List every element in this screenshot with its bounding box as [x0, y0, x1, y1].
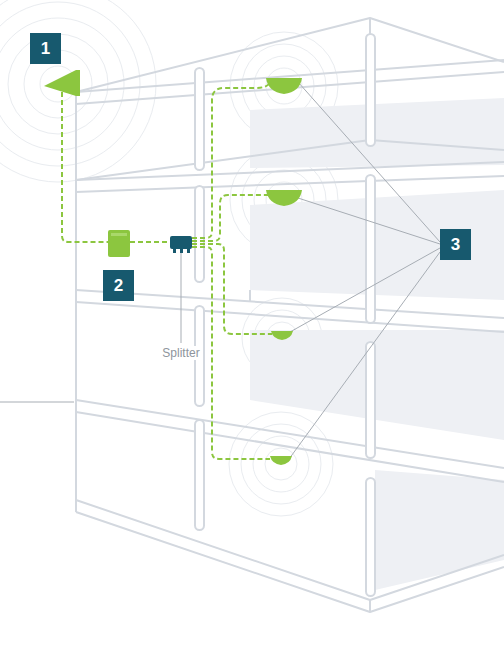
dome-antenna — [270, 456, 292, 465]
signal-wave — [0, 0, 156, 182]
donor-antenna — [44, 70, 80, 96]
signal-wave — [265, 448, 297, 480]
splitter-symbol — [170, 236, 192, 249]
signal-wave — [8, 34, 108, 134]
part-label: Splitter — [160, 346, 201, 360]
signal-wave — [241, 424, 321, 504]
dome-antenna — [266, 78, 302, 94]
equipment — [44, 70, 302, 465]
callout-number: 1 — [30, 33, 61, 64]
signal-wave — [253, 436, 309, 492]
signal-booster — [108, 230, 130, 257]
callout-number: 3 — [440, 229, 471, 260]
leader-lines — [0, 82, 440, 459]
dome-antenna — [271, 331, 293, 340]
dome-antenna — [266, 190, 302, 206]
signal-wave — [266, 68, 302, 104]
signal-wave — [0, 2, 140, 166]
building-frame — [76, 18, 504, 612]
callout-number: 2 — [103, 270, 134, 301]
coax-cables — [62, 82, 272, 459]
